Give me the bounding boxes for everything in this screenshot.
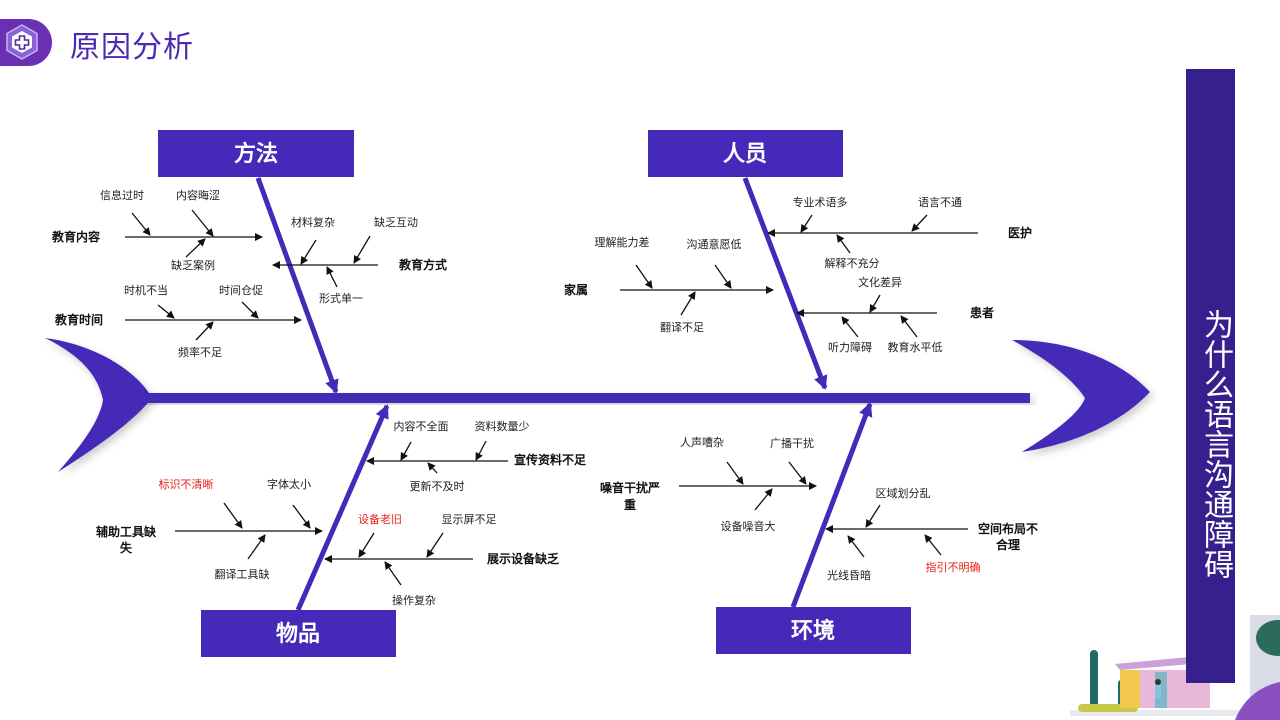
sub-noise: 噪音干扰严 重 人声嘈杂 广播干扰 设备噪音大 (600, 435, 817, 533)
sub-label: 空间布局不 (978, 521, 1038, 536)
cause-highlighted: 设备老旧 (358, 512, 402, 526)
sub-space-layout: 空间布局不 合理 区域划分乱 光线昏暗 指引不明确 (825, 487, 1038, 582)
cause: 材料复杂 (291, 215, 335, 229)
sub-label: 辅助工具缺 (96, 524, 157, 539)
sub-assistive-tools: 辅助工具缺 失 标识不清晰 字体太小 翻译工具缺 (96, 477, 323, 581)
sub-label: 展示设备缺乏 (487, 551, 559, 566)
cause: 缺乏案例 (171, 258, 215, 272)
category-label: 物品 (276, 621, 320, 647)
sub-label: 合理 (996, 537, 1020, 552)
category-label: 方法 (234, 141, 278, 167)
cause: 时间仓促 (219, 283, 263, 297)
hexagon-medical-cross-icon (6, 24, 38, 60)
sub-medical-staff: 医护 专业术语多 语言不通 解释不充分 (767, 195, 1032, 270)
sub-label: 宣传资料不足 (514, 452, 586, 467)
cause: 光线昏暗 (827, 568, 871, 582)
cause: 区域划分乱 (876, 487, 931, 500)
category-environment: 环境 (716, 607, 911, 654)
cause: 操作复杂 (392, 593, 436, 607)
cause: 理解能力差 (595, 235, 650, 249)
sub-label: 教育时间 (54, 312, 103, 327)
cause: 语言不通 (918, 196, 962, 209)
cause: 设备噪音大 (721, 519, 776, 533)
sub-patient: 患者 文化差异 听力障碍 教育水平低 (796, 275, 994, 354)
category-label: 环境 (791, 618, 835, 644)
category-people: 人员 (648, 130, 843, 177)
cause: 内容晦涩 (176, 188, 220, 202)
cause: 缺乏互动 (374, 215, 418, 229)
sub-label: 教育内容 (51, 229, 100, 244)
cause: 翻译不足 (660, 320, 704, 334)
cause: 时机不当 (124, 283, 168, 297)
category-method: 方法 (158, 130, 354, 177)
cause-highlighted: 标识不清晰 (159, 477, 214, 491)
category-label: 人员 (723, 142, 767, 167)
sub-family: 家属 理解能力差 沟通意愿低 翻译不足 (564, 235, 774, 334)
sub-display-equipment: 展示设备缺乏 设备老旧 显示屏不足 操作复杂 (324, 512, 559, 607)
sub-education-method: 教育方式 材料复杂 缺乏互动 形式单一 (272, 215, 447, 305)
cause: 人声嘈杂 (680, 435, 724, 449)
problem-banner: 为什么语言沟通障碍 (1186, 69, 1235, 683)
fish-tail (45, 338, 152, 472)
fish-spine (140, 393, 1030, 403)
sub-label: 教育方式 (398, 257, 447, 272)
sub-education-content: 教育内容 信息过时 内容晦涩 缺乏案例 (51, 188, 263, 272)
cause: 内容不全面 (394, 419, 449, 433)
cause: 资料数量少 (475, 419, 530, 433)
sub-label: 重 (624, 497, 636, 512)
sub-label: 患者 (970, 305, 994, 320)
cause: 专业术语多 (793, 195, 848, 209)
cause: 字体太小 (267, 477, 311, 491)
cause: 广播干扰 (770, 436, 814, 450)
bone-people (742, 177, 828, 390)
cause: 解释不充分 (825, 256, 880, 270)
sub-label: 失 (120, 540, 133, 555)
cause: 显示屏不足 (442, 513, 497, 526)
cause: 形式单一 (319, 292, 363, 305)
sub-promo-materials: 宣传资料不足 内容不全面 资料数量少 更新不及时 (366, 419, 586, 493)
sub-label: 噪音干扰严 (600, 480, 660, 495)
sub-label: 家属 (564, 282, 588, 297)
cause: 沟通意愿低 (687, 237, 742, 251)
cause: 教育水平低 (888, 340, 943, 354)
bone-materials (295, 404, 390, 611)
sub-label: 医护 (1008, 225, 1032, 240)
cause-highlighted: 指引不明确 (926, 560, 981, 574)
cause: 频率不足 (178, 345, 222, 359)
bone-environment (790, 402, 873, 608)
cause: 更新不及时 (410, 479, 465, 493)
bone-method (255, 177, 339, 394)
page-title: 原因分析 (70, 30, 194, 65)
cause: 听力障碍 (828, 340, 872, 354)
sub-education-time: 教育时间 时机不当 时间仓促 频率不足 (54, 283, 302, 359)
cause: 信息过时 (100, 188, 144, 202)
fish-head (1012, 340, 1150, 452)
category-materials: 物品 (201, 610, 396, 657)
cause: 翻译工具缺 (215, 567, 270, 581)
cause: 文化差异 (858, 275, 902, 289)
clinic-illustration (1070, 615, 1280, 720)
